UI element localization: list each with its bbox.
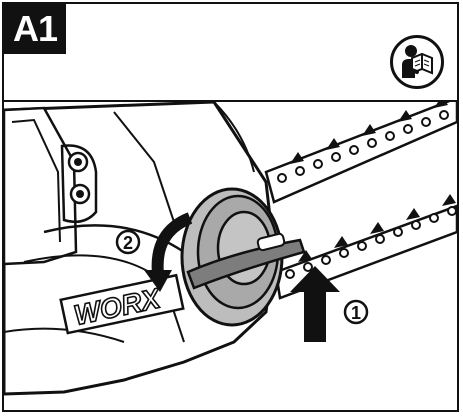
chain-tension-knob [180,187,306,327]
figure-header: A1 [4,4,457,102]
step-2-number: 2 [123,233,133,253]
instruction-figure: A1 [2,2,459,412]
chainsaw-illustration: WORX [4,102,457,410]
step-1-number: 1 [351,303,361,323]
step-2-marker: 2 [115,229,141,255]
chain-upper [264,102,457,204]
rotate-arrow [144,212,193,292]
read-manual-icon [390,35,444,89]
figure-label: A1 [4,4,66,54]
step-1-marker: 1 [343,299,369,325]
push-arrow [290,266,340,342]
